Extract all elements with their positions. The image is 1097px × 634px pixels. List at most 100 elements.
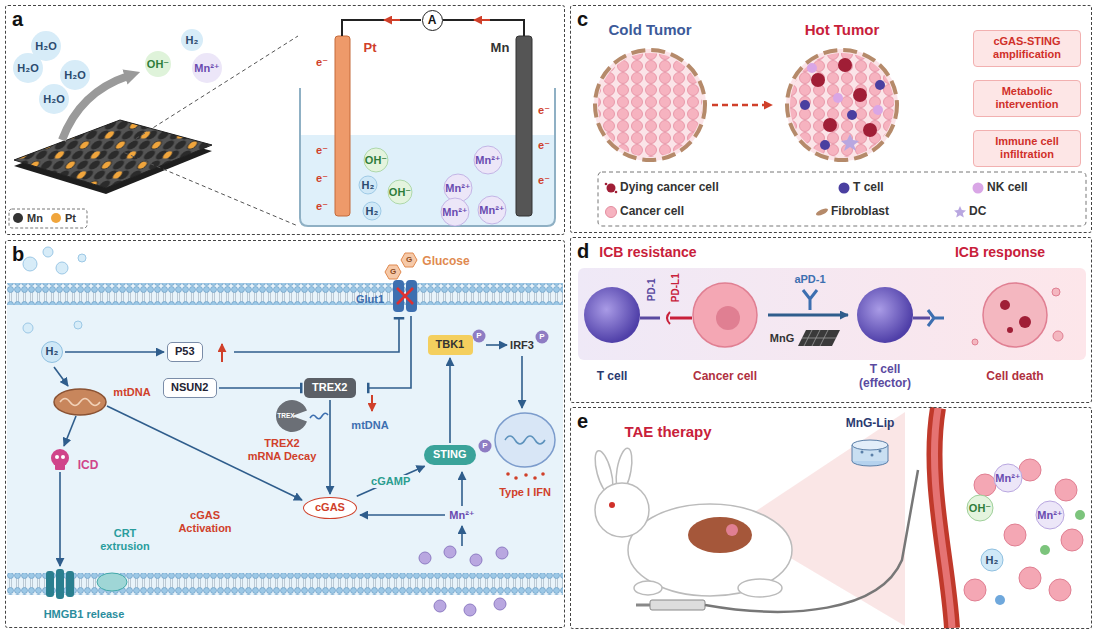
node-text: A: [428, 13, 437, 27]
dna-label: mtDNA: [351, 419, 388, 432]
electron-label: e⁻: [316, 200, 328, 213]
tumor-illustration-part: [823, 118, 837, 132]
process-label: cGAS Activation: [172, 509, 238, 534]
legend-icon: [953, 205, 967, 219]
tae-illustration-part: [852, 440, 888, 450]
checkpoint-illustration-part: [716, 306, 740, 330]
cell-pathway-illustration-part: [514, 476, 518, 480]
ion-label: Mn²⁺: [194, 62, 219, 75]
node-text: STING: [433, 448, 467, 460]
enzyme-label: TREX: [277, 412, 294, 419]
legend-text: Dying cancer cell: [620, 181, 719, 195]
ion-label: OH⁻: [365, 154, 387, 167]
glucose-symbol: G: [406, 255, 412, 264]
cell-pathway-illustration-part: [54, 389, 106, 415]
electrolysis-illustration-part: [13, 53, 43, 83]
electrode-label: Mn: [491, 41, 510, 56]
ion-label: Mn²⁺: [475, 154, 500, 167]
tae-illustration-part: [1049, 579, 1071, 601]
tae-illustration-part: [726, 524, 738, 536]
checkpoint-illustration-part: [913, 317, 930, 320]
electrolysis-illustration-part: [388, 180, 412, 204]
legend-icon-part: [973, 183, 984, 194]
tae-illustration-part: [609, 502, 615, 508]
electrolysis-illustration-part: [39, 84, 69, 114]
cell-pathway-illustration-part: [521, 356, 523, 408]
tumor-illustration-part: [833, 93, 843, 103]
legend-icon-part: [605, 183, 608, 186]
therapy-label: TAE therapy: [624, 423, 711, 440]
output-label: Type I IFN: [499, 486, 551, 499]
cell-pathway-illustration-part: [43, 247, 53, 257]
electrode-label: Pt: [364, 41, 377, 56]
legend-swatch: [51, 213, 61, 223]
molecule-label: H₂O: [35, 40, 56, 53]
legend-icon: [604, 181, 618, 195]
tae-illustration-part: [1055, 479, 1077, 501]
legend-icon-part: [607, 184, 616, 193]
drug-label: MnG-Lip: [846, 417, 895, 431]
electron-label: e⁻: [538, 174, 550, 187]
cell-pathway-illustration-part: [419, 552, 431, 564]
checkpoint-illustration-part: [578, 268, 1086, 360]
process-label: ICD: [78, 459, 99, 473]
cell-pathway-illustration-part: [401, 253, 417, 267]
enzyme-oval: cGAS: [303, 497, 357, 519]
cell-pathway-illustration-part: [23, 257, 37, 271]
checkpoint-illustration: [578, 268, 1086, 360]
tumor-illustration-part: [598, 172, 1086, 226]
protein-label: IRF3: [510, 339, 534, 352]
cell-pathway-illustration-part: [55, 463, 65, 470]
receptor-label: PD-1: [645, 279, 657, 302]
checkpoint-illustration-part: [768, 314, 848, 317]
phospho-mark: P: [539, 332, 544, 341]
tumor-illustration-part: [847, 110, 857, 120]
cell-pathway-illustration-part: [78, 254, 86, 262]
tae-illustration-part: [628, 504, 792, 596]
cell-pathway-illustration-part: [56, 262, 68, 274]
electrolysis-illustration-part: [359, 176, 377, 194]
cell-pathway-illustration-part: [434, 600, 446, 612]
cell-pathway-illustration-part: [59, 472, 61, 566]
electrolysis-illustration-part: [441, 198, 469, 226]
legend-icon: [815, 205, 829, 219]
cell-label: Cancer cell: [693, 370, 757, 384]
dna-label: mtDNA: [113, 386, 150, 399]
electrolysis-illustration-part: [364, 148, 388, 172]
checkpoint-illustration-part: [1000, 300, 1010, 310]
cell-pathway-illustration: [7, 247, 563, 616]
tumor-illustration-part: [820, 140, 830, 150]
panel-letter: d: [577, 239, 589, 263]
tae-illustration-part: [861, 451, 864, 454]
legend-icon-part: [954, 206, 966, 218]
electrolysis-illustration-part: [363, 202, 381, 220]
arrow-connector: [65, 351, 164, 353]
panel-letter: e: [577, 409, 588, 433]
glucose-symbol: G: [390, 267, 396, 276]
phospho-mark: P: [482, 441, 487, 450]
cell-pathway-illustration-part: [536, 331, 549, 344]
drug-label: MnG: [770, 332, 794, 345]
legend-icon-part: [606, 207, 617, 218]
effect-box: Immune cell infiltration: [973, 130, 1081, 167]
tumor-illustration-part: [838, 58, 852, 72]
cell-pathway-illustration-part: [368, 316, 411, 388]
checkpoint-illustration-part: [1019, 316, 1031, 328]
tae-illustration-part: [650, 600, 705, 610]
molecule-label: Glucose: [422, 255, 469, 269]
cell-pathway-illustration-part: [470, 554, 482, 566]
cell-pathway-illustration-part: [61, 455, 65, 459]
cell-label: T cell: [597, 370, 628, 384]
checkpoint-illustration-part: [670, 317, 692, 320]
cell-pathway-illustration-part: [533, 476, 537, 480]
node-text: H₂: [46, 345, 59, 358]
legend-text: Fibroblast: [831, 205, 889, 219]
ion-label: OH⁻: [389, 186, 411, 199]
electrolysis-illustration-part: [335, 36, 350, 216]
molecule-label: H₂O: [43, 93, 64, 106]
cell-pathway-illustration-part: [54, 367, 68, 386]
legend-icon-part: [815, 207, 829, 217]
edge-label: cGAMP: [369, 475, 412, 488]
electron-label: e⁻: [316, 144, 328, 157]
